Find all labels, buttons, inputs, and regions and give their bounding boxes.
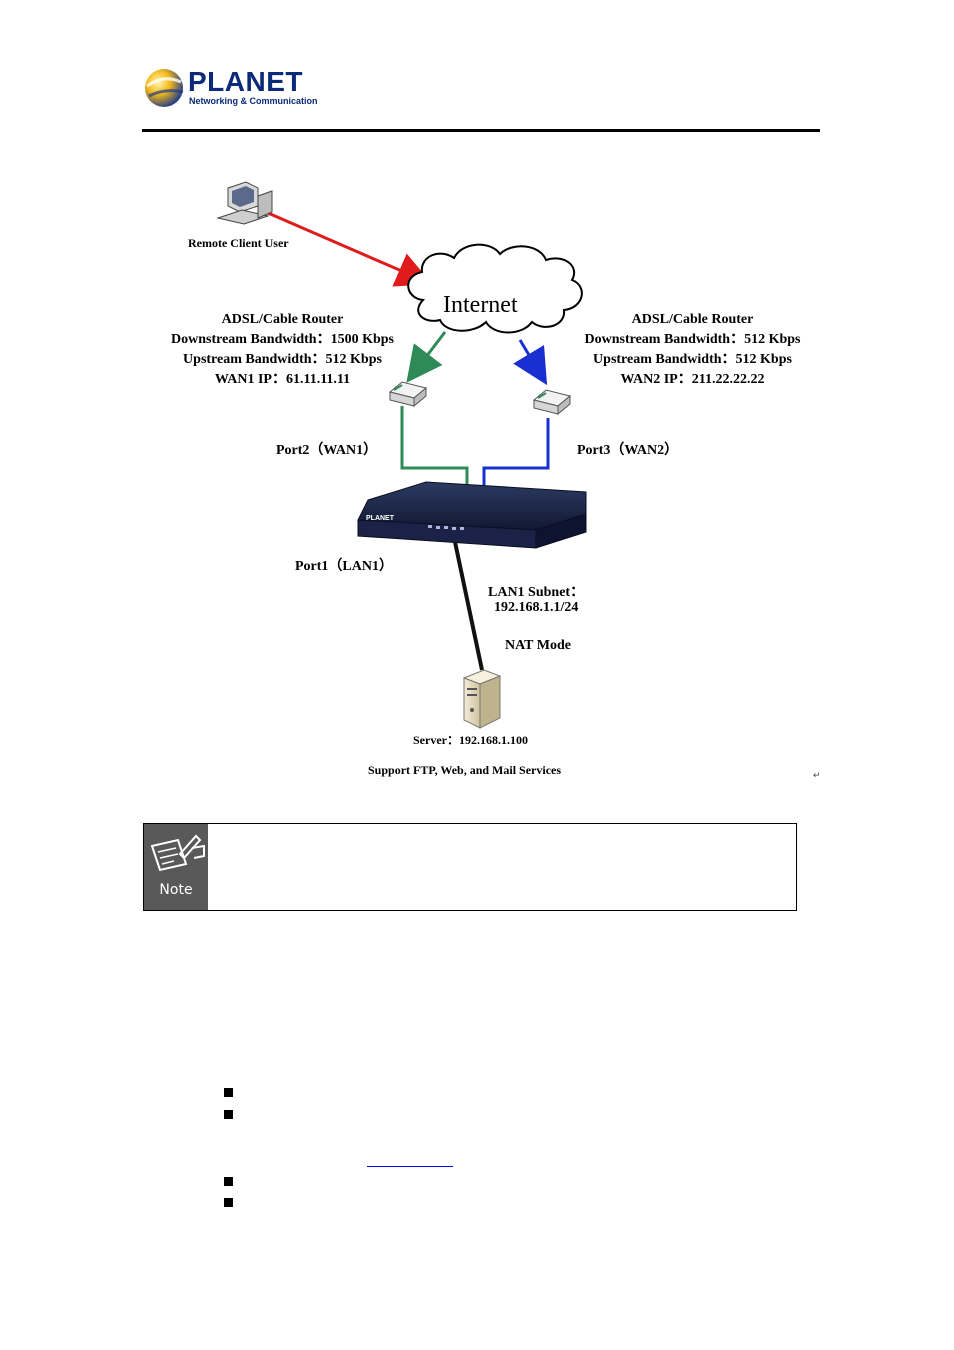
planet-logo: PLANET Networking & Communication (143, 66, 318, 110)
globe-icon (145, 69, 184, 107)
remote-link-line (267, 211, 433, 287)
server-label: Server：192.168.1.100 (413, 733, 528, 747)
remote-client-label: Remote Client User (188, 236, 289, 250)
internet-label: Internet (443, 292, 518, 318)
remote-client-pc-icon (216, 181, 273, 225)
note-box: Note (143, 823, 797, 911)
router-left-upstream: Upstream Bandwidth：512 Kbps (183, 352, 382, 367)
header-divider (142, 129, 820, 132)
paragraph-mark: ↵ (813, 770, 821, 780)
list-bullet (224, 1177, 233, 1186)
router-right-title: ADSL/Cable Router (631, 312, 754, 327)
note-label: Note (159, 882, 193, 898)
lan-subnet-label: LAN1 Subnet： (488, 585, 585, 600)
brand-tagline: Networking & Communication (189, 96, 318, 106)
diagram-canvas: PLANET (216, 181, 587, 729)
port2-label: Port2（WAN1） (276, 443, 378, 458)
router-right-downstream: Downstream Bandwidth：512 Kbps (584, 332, 801, 347)
router-right-wan-ip: WAN2 IP：211.22.22.22 (620, 372, 765, 387)
router-right-icon (532, 389, 572, 416)
nat-mode-label: NAT Mode (505, 638, 571, 653)
services-label: Support FTP, Web, and Mail Services (368, 763, 562, 777)
router-left-downstream: Downstream Bandwidth：1500 Kbps (170, 332, 394, 347)
wan2-upstream-line (513, 339, 548, 386)
internet-cloud-icon (407, 243, 583, 334)
lan-cable (453, 541, 484, 671)
wan1-cable (400, 406, 469, 490)
note-icon-panel: Note (144, 824, 208, 910)
port1-label: Port1（LAN1） (295, 559, 393, 574)
router-left-wan-ip: WAN1 IP：61.11.11.11 (214, 372, 351, 387)
brand-name: PLANET (188, 66, 303, 97)
router-left-icon (388, 381, 428, 408)
list-bullet (224, 1110, 233, 1119)
wan2-cable (482, 418, 550, 490)
list-bullet (224, 1198, 233, 1207)
hyperlink-underline[interactable] (367, 1166, 453, 1167)
port3-label: Port3（WAN2） (577, 443, 679, 458)
list-bullet (224, 1088, 233, 1097)
svg-text:PLANET: PLANET (366, 515, 395, 522)
network-diagram: PLANET (140, 170, 830, 790)
vpn-gateway-icon: PLANET (357, 481, 587, 549)
router-right-info: ADSL/Cable Router Downstream Bandwidth：5… (560, 310, 825, 390)
lan-subnet-value: 192.168.1.1/24 (494, 600, 579, 615)
router-left-title: ADSL/Cable Router (221, 312, 344, 327)
router-left-info: ADSL/Cable Router Downstream Bandwidth：1… (140, 310, 425, 390)
router-right-upstream: Upstream Bandwidth：512 Kbps (593, 352, 792, 367)
server-icon (462, 669, 502, 729)
pen-paper-icon (150, 834, 205, 872)
wan1-upstream-line (406, 331, 447, 383)
